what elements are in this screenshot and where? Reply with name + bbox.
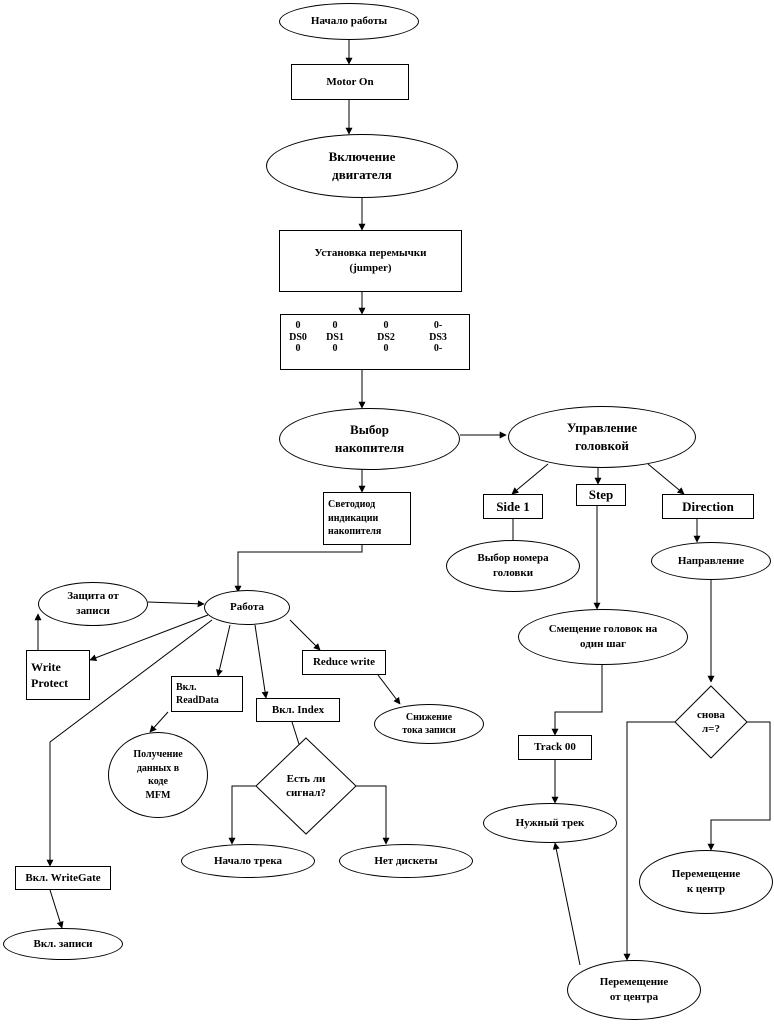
write-protect-state-label: Защита от записи <box>67 590 119 617</box>
to-center-label: Перемещение к центр <box>671 868 741 895</box>
direction-node: Направление <box>651 542 771 580</box>
set-jumper-box: Установка перемычки (jumper) <box>279 230 462 292</box>
arrow-shift-track00 <box>551 665 603 736</box>
signal-decision-label: Есть ли сигнал? <box>286 772 326 799</box>
read-data-label: Вкл. ReadData <box>176 681 219 707</box>
arrow-head-direction <box>647 463 685 495</box>
set-jumper-label: Установка перемычки (jumper) <box>314 247 427 274</box>
step-box: Step <box>576 484 626 506</box>
track-start-node: Начало трека <box>181 844 315 878</box>
arrow-readdata-mfm <box>149 711 169 733</box>
ds3-column: 0- DS3 0- <box>429 320 447 354</box>
arrow-fromcenter-needed <box>552 842 581 966</box>
from-center-label: Перемещение от центра <box>599 976 669 1003</box>
arrow-reduce-current <box>377 674 401 705</box>
arrow-signal-nodisk <box>356 785 390 845</box>
select-drive-node: Выбор накопителя <box>279 408 460 470</box>
arrow-work-readdata <box>216 624 231 677</box>
write-on-label: Вкл. записи <box>33 937 93 950</box>
no-disk-node: Нет дискеты <box>339 844 473 878</box>
side1-label: Side 1 <box>496 498 530 514</box>
motor-on-label: Motor On <box>326 75 374 88</box>
select-drive-label: Выбор накопителя <box>334 422 405 455</box>
arrow-protect-work <box>147 600 205 608</box>
write-protect-label: Write Protect <box>31 659 69 690</box>
start-node: Начало работы <box>279 3 419 40</box>
to-center-node: Перемещение к центр <box>639 850 773 914</box>
motor-enable-label: Включение двигателя <box>328 149 396 182</box>
direction-label: Direction <box>682 498 734 514</box>
head-number-label: Выбор номера головки <box>477 552 549 579</box>
track00-box: Track 00 <box>518 735 592 760</box>
arrow-head-side1 <box>511 463 549 495</box>
arrow-signal-start <box>228 785 256 845</box>
work-label: Работа <box>230 601 264 614</box>
write-gate-label: Вкл. WriteGate <box>25 871 101 884</box>
track00-label: Track 00 <box>534 741 576 754</box>
write-protect-state-node: Защита от записи <box>38 582 148 626</box>
direction-decision-label-box: снова л=? <box>683 704 739 740</box>
reduce-write-box: Reduce write <box>302 650 386 675</box>
read-data-box: Вкл. ReadData <box>171 676 243 712</box>
reduce-current-label: Снижение тока записи <box>402 711 456 737</box>
needed-track-label: Нужный трек <box>515 816 585 829</box>
arrow-work-writeprotect <box>89 614 209 662</box>
side1-box: Side 1 <box>483 494 543 519</box>
write-on-node: Вкл. записи <box>3 928 123 960</box>
work-node: Работа <box>204 590 290 625</box>
mfm-node: Получение данных в коде MFM <box>108 732 208 818</box>
signal-decision-label-box: Есть ли сигнал? <box>272 766 340 806</box>
no-disk-label: Нет дискеты <box>374 854 438 867</box>
motor-enable-node: Включение двигателя <box>266 134 458 198</box>
head-control-node: Управление головкой <box>508 406 696 468</box>
led-indicator-box: Светодиод индикации накопителя <box>323 492 411 545</box>
from-center-node: Перемещение от центра <box>567 960 701 1020</box>
direction-decision-shape <box>674 685 748 759</box>
signal-decision-shape <box>255 737 357 835</box>
jumper-block <box>280 314 470 370</box>
step-label: Step <box>588 487 614 503</box>
mfm-label: Получение данных в коде MFM <box>133 749 183 801</box>
ds1-column: 0 DS1 0 <box>326 320 344 354</box>
motor-on-box: Motor On <box>291 64 409 100</box>
head-number-node: Выбор номера головки <box>446 540 580 592</box>
direction-box: Direction <box>662 494 754 519</box>
head-control-label: Управление головкой <box>566 420 638 453</box>
start-label: Начало работы <box>310 15 388 28</box>
needed-track-node: Нужный трек <box>483 803 617 843</box>
head-shift-node: Смещение головок на один шаг <box>518 609 688 665</box>
arrow-decision-tocenter <box>707 721 771 851</box>
arrow-decision-fromcenter <box>623 721 675 961</box>
head-shift-label: Смещение головок на один шаг <box>548 623 658 650</box>
led-indicator-label: Светодиод индикации накопителя <box>328 499 382 538</box>
write-protect-box: Write Protect <box>26 650 90 700</box>
direction-decision-label: снова л=? <box>697 708 725 735</box>
arrow-writegate-writeon <box>49 889 64 929</box>
arrow-work-reduce <box>289 619 321 651</box>
direction-node-label: Направление <box>677 554 745 567</box>
ds2-column: 0 DS2 0 <box>377 320 395 354</box>
write-gate-box: Вкл. WriteGate <box>15 866 111 890</box>
index-label: Вкл. Index <box>271 703 325 716</box>
arrow-work-writegate <box>46 619 213 867</box>
track-start-label: Начало трека <box>213 854 283 867</box>
arrow-led-work <box>234 545 363 593</box>
reduce-write-label: Reduce write <box>312 656 375 669</box>
arrow-work-index <box>254 624 269 699</box>
ds0-column: 0 DS0 0 <box>289 320 307 354</box>
reduce-current-node: Снижение тока записи <box>374 704 484 744</box>
index-box: Вкл. Index <box>256 698 340 722</box>
